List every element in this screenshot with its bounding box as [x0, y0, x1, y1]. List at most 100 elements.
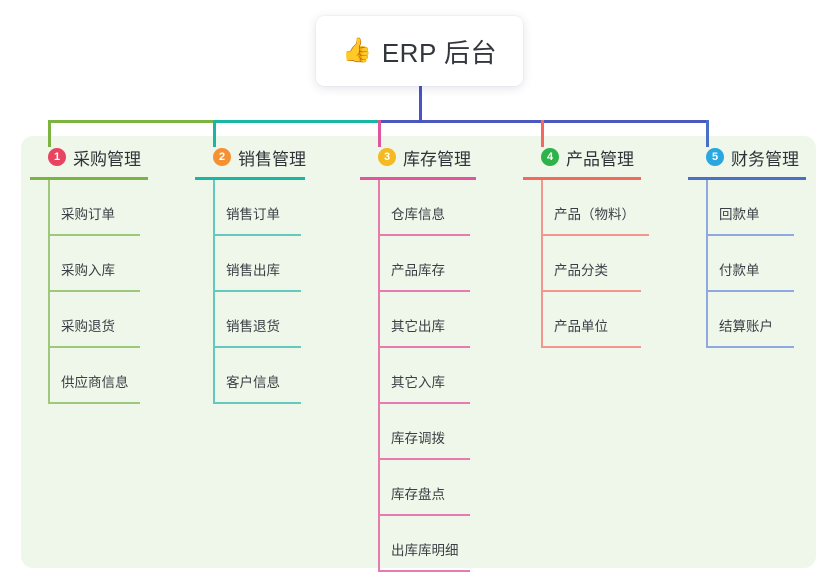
- category-underline: [360, 177, 476, 180]
- leaf-label: 销售订单: [226, 207, 280, 222]
- root-node-inner: 👍 ERP 后台: [342, 33, 497, 70]
- leaf-label: 采购退货: [61, 319, 115, 334]
- category-badge-2: 2: [213, 148, 231, 166]
- leaf-item[interactable]: 其它入库: [360, 348, 478, 404]
- leaf-underline: [541, 290, 641, 292]
- page-title: ERP 后台: [381, 37, 498, 68]
- leaf-item[interactable]: 采购退货: [30, 292, 148, 348]
- leaf-item[interactable]: 其它出库: [360, 292, 478, 348]
- category-header-产品管理[interactable]: 4 产品管理: [523, 145, 643, 169]
- leaf-item[interactable]: 销售订单: [195, 180, 311, 236]
- leaf-underline: [48, 346, 140, 348]
- leaf-item[interactable]: 付款单: [688, 236, 806, 292]
- leaf-label: 库存盘点: [391, 487, 445, 502]
- leaf-item[interactable]: 结算账户: [688, 292, 806, 348]
- leaf-underline: [213, 346, 301, 348]
- leaf-item[interactable]: 产品库存: [360, 236, 478, 292]
- leaf-underline: [213, 290, 301, 292]
- leaf-item[interactable]: 库存调拨: [360, 404, 478, 460]
- leaf-underline: [378, 290, 470, 292]
- leaf-list: 销售订单销售出库销售退货客户信息: [195, 180, 311, 404]
- leaf-underline: [378, 346, 470, 348]
- leaf-list: 产品（物料） 产品分类产品单位: [523, 180, 649, 348]
- category-badge-5: 5: [706, 148, 724, 166]
- leaf-label: 库存调拨: [391, 431, 445, 446]
- bus-segment-green: [48, 120, 216, 123]
- category-label: 采购管理: [73, 149, 141, 169]
- leaf-underline: [706, 290, 794, 292]
- leaf-item[interactable]: 库存盘点: [360, 460, 478, 516]
- leaf-item[interactable]: 销售出库: [195, 236, 311, 292]
- category-badge-3: 3: [378, 148, 396, 166]
- bus-segment-teal: [213, 120, 381, 123]
- category-label: 产品管理: [566, 149, 634, 169]
- leaf-item[interactable]: 销售退货: [195, 292, 311, 348]
- category-underline: [523, 177, 641, 180]
- leaf-item[interactable]: 客户信息: [195, 348, 311, 404]
- leaf-underline: [706, 234, 794, 236]
- leaf-item[interactable]: 仓库信息: [360, 180, 478, 236]
- leaf-underline: [378, 402, 470, 404]
- leaf-underline: [706, 346, 794, 348]
- root-stem: [419, 86, 422, 123]
- category-column-库存管理: 3 库存管理仓库信息产品库存其它出库其它入库库存调拨库存盘点出库库明细: [360, 145, 478, 572]
- leaf-label: 出库库明细: [391, 543, 459, 558]
- leaf-underline: [541, 346, 641, 348]
- category-underline: [195, 177, 305, 180]
- leaf-spine: [541, 180, 543, 348]
- leaf-underline: [213, 234, 301, 236]
- leaf-item[interactable]: 产品分类: [523, 236, 643, 292]
- category-badge-1: 1: [48, 148, 66, 166]
- root-node-card[interactable]: 👍 ERP 后台: [316, 16, 523, 86]
- leaf-item[interactable]: 采购订单: [30, 180, 148, 236]
- leaf-label: 采购入库: [61, 263, 115, 278]
- leaf-item[interactable]: 供应商信息: [30, 348, 148, 404]
- thumbs-up-icon: 👍: [341, 37, 372, 64]
- leaf-label: 产品（物料）: [554, 207, 635, 222]
- leaf-list: 回款单付款单结算账户: [688, 180, 806, 348]
- category-label: 库存管理: [403, 149, 471, 169]
- leaf-label: 产品单位: [554, 319, 608, 334]
- leaf-underline: [48, 402, 140, 404]
- drop-stem-1: [48, 120, 51, 147]
- category-header-财务管理[interactable]: 5 财务管理: [688, 145, 806, 169]
- leaf-list: 采购订单采购入库采购退货供应商信息: [30, 180, 148, 404]
- leaf-item[interactable]: 产品（物料）: [523, 180, 649, 236]
- leaf-label: 客户信息: [226, 375, 280, 390]
- leaf-label: 销售退货: [226, 319, 280, 334]
- leaf-underline: [378, 458, 470, 460]
- leaf-label: 采购订单: [61, 207, 115, 222]
- diagram-panel: [21, 136, 816, 568]
- leaf-underline: [213, 402, 301, 404]
- category-label: 财务管理: [731, 149, 799, 169]
- category-column-财务管理: 5 财务管理回款单付款单结算账户: [688, 145, 806, 348]
- leaf-item[interactable]: 采购入库: [30, 236, 148, 292]
- leaf-item[interactable]: 回款单: [688, 180, 806, 236]
- leaf-underline: [378, 234, 470, 236]
- category-header-采购管理[interactable]: 1 采购管理: [30, 145, 148, 169]
- leaf-label: 结算账户: [719, 319, 773, 334]
- leaf-label: 产品库存: [391, 263, 445, 278]
- leaf-label: 产品分类: [554, 263, 608, 278]
- leaf-spine: [213, 180, 215, 404]
- leaf-label: 回款单: [719, 207, 760, 222]
- category-underline: [30, 177, 148, 180]
- category-badge-4: 4: [541, 148, 559, 166]
- leaf-item[interactable]: 出库库明细: [360, 516, 478, 572]
- drop-stem-4: [541, 120, 544, 147]
- leaf-underline: [378, 514, 470, 516]
- leaf-underline: [541, 234, 649, 236]
- leaf-label: 供应商信息: [61, 375, 129, 390]
- category-column-产品管理: 4 产品管理产品（物料） 产品分类产品单位: [523, 145, 649, 348]
- leaf-item[interactable]: 产品单位: [523, 292, 643, 348]
- drop-stem-5: [706, 120, 709, 147]
- leaf-spine: [706, 180, 708, 348]
- leaf-label: 仓库信息: [391, 207, 445, 222]
- category-header-库存管理[interactable]: 3 库存管理: [360, 145, 478, 169]
- leaf-label: 其它入库: [391, 375, 445, 390]
- drop-stem-3: [378, 120, 381, 147]
- category-underline: [688, 177, 806, 180]
- leaf-label: 付款单: [719, 263, 760, 278]
